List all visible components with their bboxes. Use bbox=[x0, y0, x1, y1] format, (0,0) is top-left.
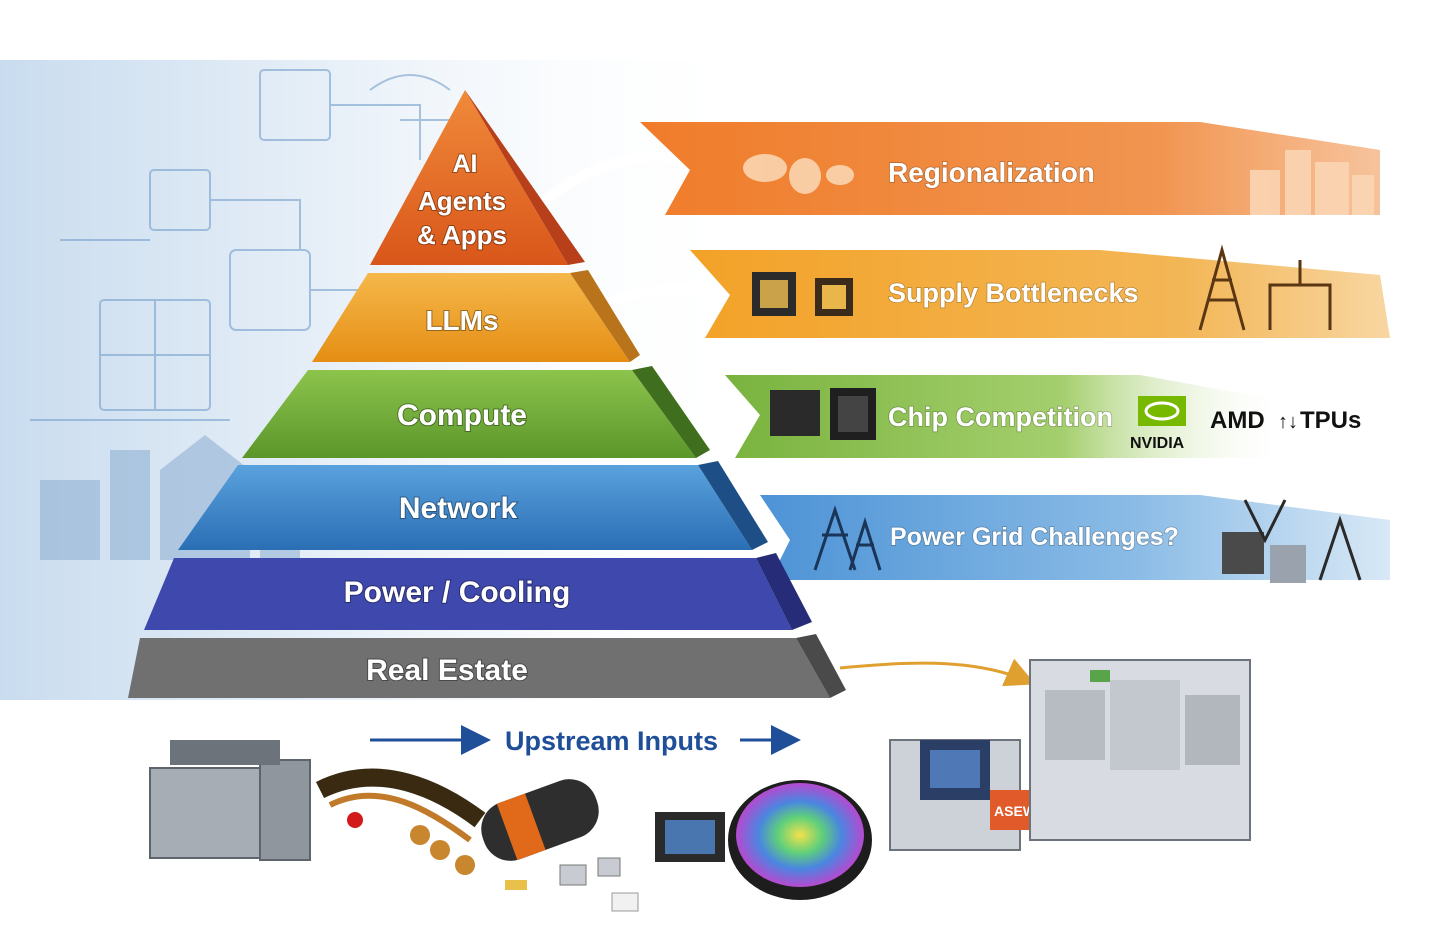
tier-label-llms: LLMs bbox=[425, 305, 498, 336]
upstream-inputs: Upstream Inputs bbox=[370, 725, 801, 756]
silicon-wafer-icon bbox=[728, 780, 872, 900]
pyramid-tier-ai-agents: AI Agents & Apps bbox=[370, 90, 585, 265]
pyramid-tier-compute: Compute bbox=[242, 366, 710, 458]
lithography-machine-icon: ASEW bbox=[889, 659, 1251, 851]
banner-label-supply-bottlenecks: Supply Bottlenecks bbox=[888, 278, 1139, 308]
real-estate-arrow bbox=[839, 658, 1036, 687]
tpus-label: TPUs bbox=[1300, 407, 1361, 434]
pyramid-tier-llms: LLMs bbox=[312, 270, 640, 362]
pyramid-tier-power-cooling: Power / Cooling bbox=[144, 553, 812, 630]
tier-label-network: Network bbox=[399, 492, 518, 525]
pyramid-tier-real-estate: Real Estate bbox=[128, 634, 846, 698]
banner-label-regionalization: Regionalization bbox=[888, 157, 1095, 188]
tier-label-ai: AI bbox=[453, 150, 478, 178]
substation-icon bbox=[1222, 499, 1362, 583]
banner-regionalization: Regionalization bbox=[640, 122, 1380, 215]
banner-supply-bottlenecks: Supply Bottlenecks bbox=[690, 244, 1390, 338]
amd-logo: AMD bbox=[1210, 407, 1265, 434]
up-down-arrow-icon: ↑↓ bbox=[1278, 411, 1298, 433]
city-skyline-icon bbox=[1250, 150, 1374, 215]
banner-label-chip-competition: Chip Competition bbox=[888, 402, 1113, 432]
power-tower-icon bbox=[1198, 244, 1332, 331]
pyramid: AI Agents & Apps LLMs Compute Network Po… bbox=[128, 90, 846, 698]
banner-chip-competition: Chip Competition NVIDIA AMD ↑↓ TPUs bbox=[725, 375, 1361, 458]
tier-label-compute: Compute bbox=[397, 399, 527, 432]
cable-bundle-icon bbox=[315, 768, 599, 875]
nvidia-logo: NVIDIA bbox=[1130, 396, 1186, 452]
server-module-icon bbox=[655, 812, 725, 862]
tier-label-apps: & Apps bbox=[417, 220, 507, 250]
tier-label-agents: Agents bbox=[418, 186, 506, 216]
transformer-icon bbox=[149, 740, 311, 861]
transmission-tower-icon bbox=[813, 505, 882, 571]
pyramid-tier-network: Network bbox=[178, 461, 768, 550]
tier-label-power-cooling: Power / Cooling bbox=[344, 576, 571, 609]
chip-icon bbox=[752, 272, 853, 316]
machine-tag: ASEW bbox=[994, 803, 1037, 819]
svg-text:NVIDIA: NVIDIA bbox=[1130, 435, 1185, 452]
world-map-icon bbox=[743, 154, 854, 194]
small-components-icon bbox=[505, 857, 639, 912]
banner-power-grid: Power Grid Challenges? bbox=[760, 495, 1390, 583]
upstream-inputs-label: Upstream Inputs bbox=[505, 726, 718, 756]
gpu-icon bbox=[770, 388, 876, 440]
banner-label-power-grid: Power Grid Challenges? bbox=[890, 523, 1179, 551]
tier-label-real-estate: Real Estate bbox=[366, 654, 528, 687]
